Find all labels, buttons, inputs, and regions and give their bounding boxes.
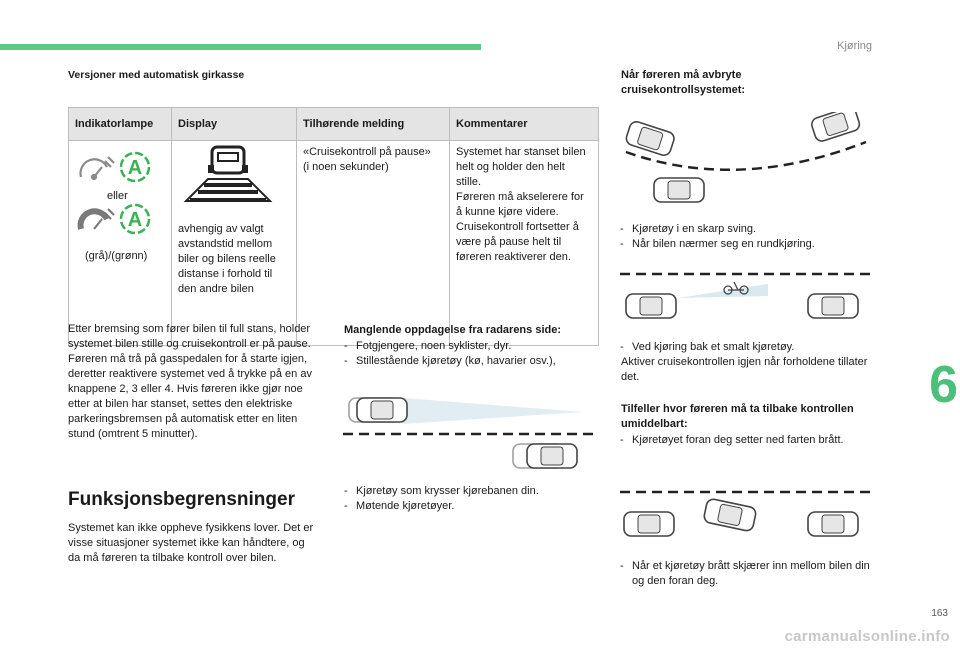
message-line: (i noen sekunder)	[303, 161, 389, 173]
cruise-control-green-icon	[77, 208, 115, 230]
list-item: Kjøretøyet foran deg setter ned farten b…	[620, 433, 880, 448]
auto-hold-a-icon: A	[119, 203, 151, 235]
limits-heading: Funksjonsbegrensninger	[68, 489, 295, 510]
indicator-icons: A A	[77, 151, 151, 235]
interrupt-note: Aktiver cruisekontrollen igjen når forho…	[621, 356, 868, 383]
col-header-display: Display	[171, 107, 297, 141]
immediate-list-2: Når et kjøretøy brått skjærer inn mellom…	[620, 559, 870, 589]
list-item: Ved kjøring bak et smalt kjøretøy.	[620, 340, 880, 355]
table-row: A A eller (grå)/(grønn)	[68, 140, 599, 346]
radar-title: Manglende oppdagelse fra radarens side:	[344, 324, 562, 336]
radar-list-2: Kjøretøy som krysser kjørebanen din. Møt…	[344, 484, 604, 514]
list-item: Kjøretøy i en skarp sving.	[620, 222, 880, 237]
list-item: Fotgjengere, noen syklister, dyr.	[344, 339, 604, 354]
col-header-comments: Kommentarer	[449, 107, 599, 141]
immediate-list: Kjøretøyet foran deg setter ned farten b…	[620, 433, 880, 448]
versions-title: Versjoner med automatisk girkasse	[68, 69, 245, 81]
list-item: Stillestående kjøretøy (kø, havarier osv…	[344, 354, 604, 369]
interrupt-list-2: Ved kjøring bak et smalt kjøretøy.	[620, 340, 880, 355]
col-header-message: Tilhørende melding	[296, 107, 450, 141]
indicator-table: Indikatorlampe Display Tilhørende meldin…	[68, 107, 599, 346]
car-illustration	[620, 490, 870, 537]
accent-bar	[0, 44, 481, 50]
message-cell: «Cruisekontroll på pause» (i noen sekund…	[296, 140, 450, 346]
comment-text: Systemet har stanset bilen helt og holde…	[456, 146, 586, 263]
immediate-title: Tilfeller hvor føreren må ta tilbake kon…	[621, 403, 854, 430]
stop-paragraph: Etter bremsing som fører bilen til full …	[68, 323, 312, 440]
auto-hold-a-icon: A	[119, 151, 151, 183]
cruise-control-gray-icon	[79, 156, 115, 181]
car-illustration	[620, 272, 870, 319]
list-item: Kjøretøy som krysser kjørebanen din.	[344, 484, 604, 499]
comment-cell: Systemet har stanset bilen helt og holde…	[449, 140, 599, 346]
list-item: Når et kjøretøy brått skjærer inn mellom…	[620, 559, 870, 589]
col-header-indicator: Indikatorlampe	[68, 107, 172, 141]
chapter-number: 6	[929, 356, 958, 414]
distance-display-icon	[183, 145, 273, 202]
motorcycle-icon	[723, 281, 749, 295]
list-item: Når bilen nærmer seg en rundkjøring.	[620, 237, 880, 252]
indicator-cell: A A eller (grå)/(grønn)	[68, 140, 172, 346]
page-number: 163	[931, 608, 948, 619]
color-label: (grå)/(grønn)	[85, 250, 148, 262]
radar-list: Fotgjengere, noen syklister, dyr. Stille…	[344, 339, 604, 369]
display-cell: avhengig av valgt avstandstid mellom bil…	[171, 140, 297, 346]
interrupt-list: Kjøretøy i en skarp sving. Når bilen nær…	[620, 222, 880, 252]
or-label: eller	[107, 190, 128, 202]
display-description: avhengig av valgt avstandstid mellom bil…	[178, 223, 276, 295]
watermark: carmanualsonline.info	[784, 628, 950, 645]
table-header-row: Indikatorlampe Display Tilhørende meldin…	[68, 107, 599, 141]
list-item: Møtende kjøretøyer.	[344, 499, 604, 514]
svg-text:A: A	[128, 209, 142, 231]
message-line: «Cruisekontroll på pause»	[303, 146, 431, 158]
limits-paragraph: Systemet kan ikke oppheve fysikkens love…	[68, 522, 314, 564]
section-title: Kjøring	[837, 40, 872, 52]
svg-text:A: A	[128, 157, 142, 179]
interrupt-title: Når føreren må avbryte cruisekontrollsys…	[621, 69, 746, 96]
car-illustration	[343, 397, 593, 469]
car-illustration	[625, 112, 867, 203]
